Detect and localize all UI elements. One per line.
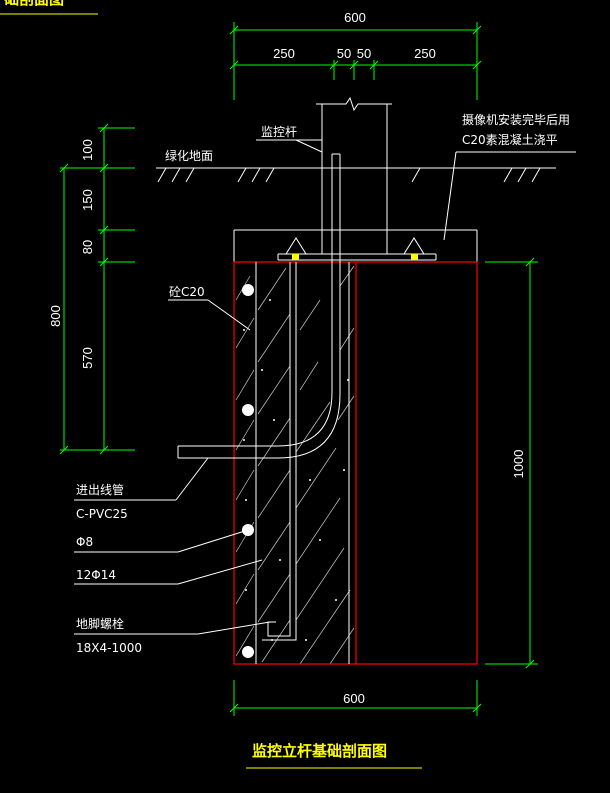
label-rebar: 12Φ14 <box>76 568 116 582</box>
leader-lines <box>74 139 576 635</box>
rebar-cage <box>255 262 350 664</box>
dim-left-seg-3: 80 <box>80 240 95 254</box>
concrete-body-right <box>356 262 477 664</box>
foundation-cap <box>233 229 478 262</box>
label-ground: 绿化地面 <box>165 148 213 163</box>
label-camera-note-1: 摄像机安装完毕后用 <box>462 112 570 127</box>
header-title-fragment: 础剖面图 <box>4 0 64 8</box>
concrete-outline <box>233 261 478 665</box>
right-dimension <box>485 257 538 669</box>
dim-left-seg-2: 150 <box>80 189 95 211</box>
label-pole: 监控杆 <box>261 125 297 139</box>
label-camera-note-2: C20素混凝土浇平 <box>462 132 558 147</box>
label-conduit-1: 进出线管 <box>76 482 124 497</box>
ground-surface <box>156 167 556 183</box>
monitoring-pole <box>316 96 392 254</box>
dim-top-seg-3: 50 <box>357 46 371 61</box>
label-anchor-2: 18X4-1000 <box>76 641 142 655</box>
dim-left-seg-1: 100 <box>80 139 95 161</box>
anchor-nut-right <box>411 254 418 260</box>
dim-right-depth: 1000 <box>511 450 526 479</box>
dim-top-seg-1: 250 <box>273 46 295 61</box>
dim-left-total: 800 <box>48 305 63 327</box>
label-concrete: 砼C20 <box>169 285 205 299</box>
label-stirrup: Φ8 <box>76 535 93 549</box>
left-dimension <box>59 123 135 455</box>
dim-left-seg-4: 570 <box>80 347 95 369</box>
dim-top-seg-2: 50 <box>337 46 351 61</box>
dim-top-total: 600 <box>344 10 366 25</box>
top-dimension <box>229 22 482 100</box>
label-conduit-2: C-PVC25 <box>76 507 128 521</box>
anchor-nut-left <box>292 254 299 260</box>
bottom-dimension <box>229 680 482 716</box>
dim-top-seg-4: 250 <box>414 46 436 61</box>
concrete-body <box>234 262 356 665</box>
label-anchor-1: 地脚螺栓 <box>76 616 124 631</box>
conduit-pipe <box>177 153 341 459</box>
drawing-title: 监控立杆基础剖面图 <box>252 742 387 760</box>
dim-bottom-width: 600 <box>343 691 365 706</box>
